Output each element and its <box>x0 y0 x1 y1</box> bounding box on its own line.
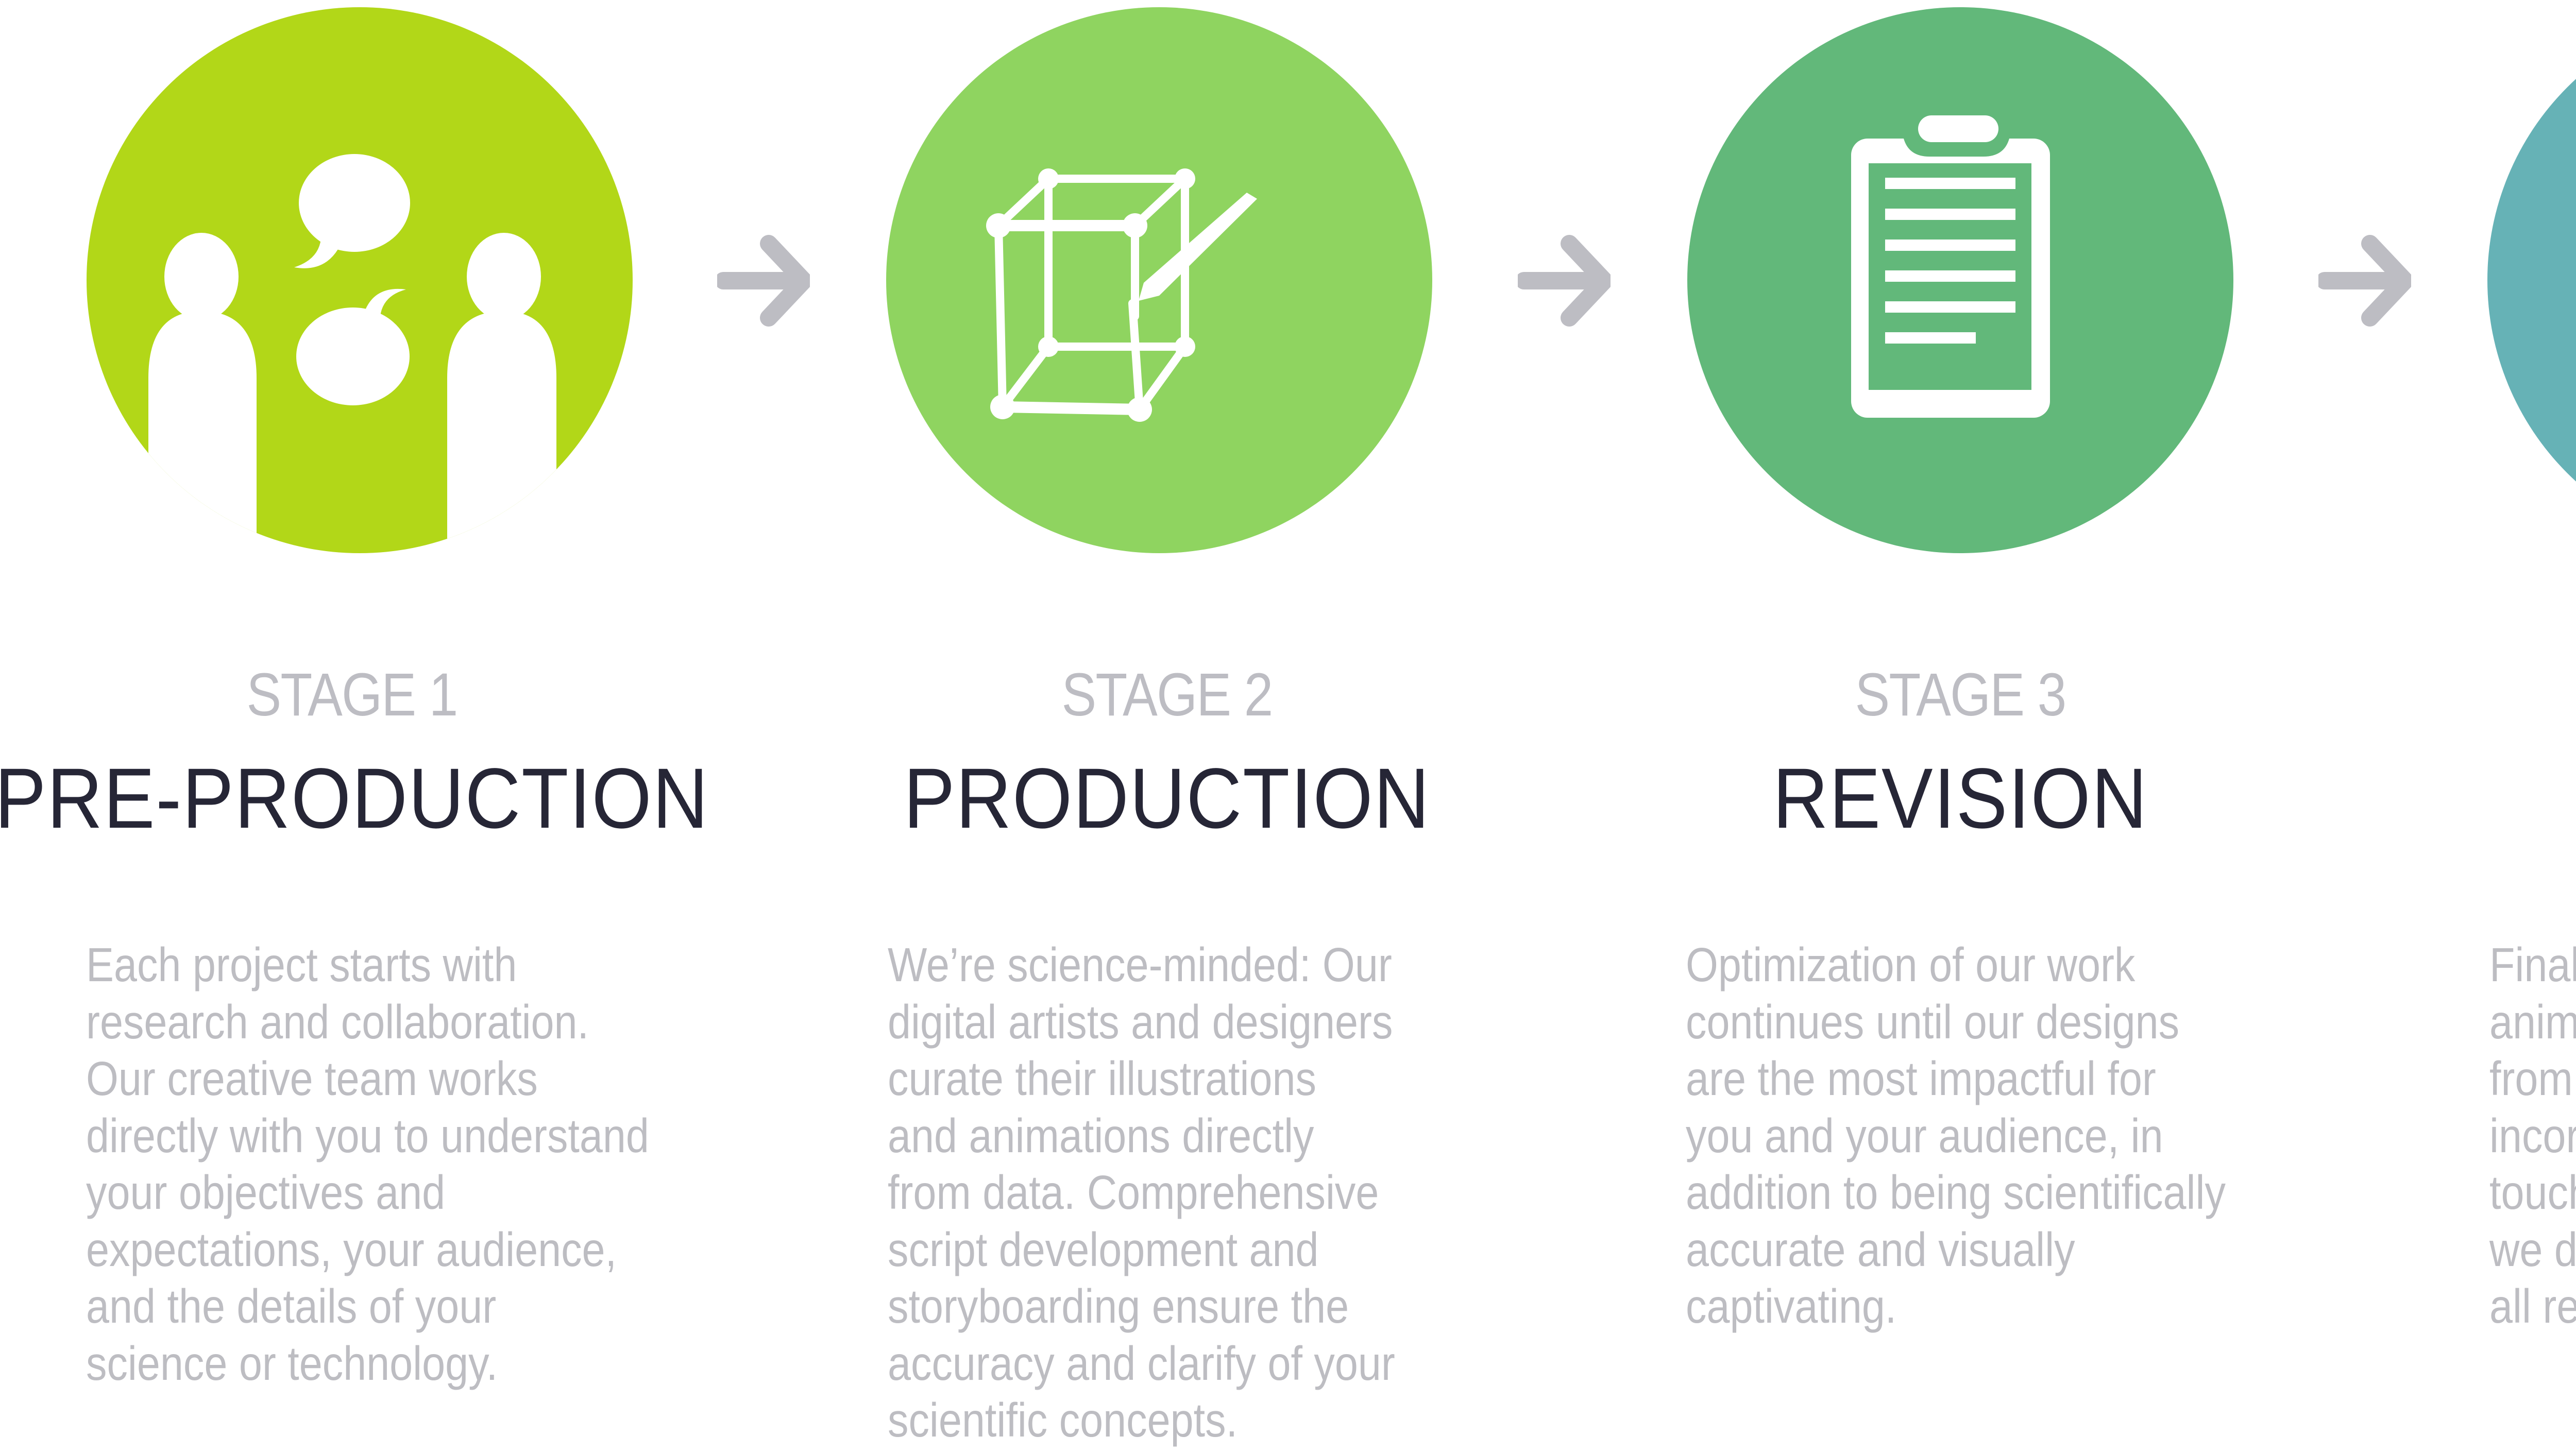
description-line: research and collaboration. <box>86 995 589 1049</box>
description-line: curate their illustrations <box>888 1052 1316 1105</box>
box-checkmark-icon <box>2487 7 2576 553</box>
stage-title: PRODUCTION <box>903 751 1431 846</box>
description-line: continues until our designs <box>1686 995 2180 1049</box>
stage-description: Optimization of our work continues until… <box>1686 936 2226 1335</box>
description-line: directly with you to understand <box>86 1108 649 1163</box>
description-line: We’re science-minded: Our <box>888 938 1392 992</box>
description-line: are the most impactful for <box>1686 1052 2156 1105</box>
stage-label: STAGE 1 <box>246 661 458 729</box>
stage-3: STAGE 3 REVISION Optimization of our wor… <box>1558 0 2362 1453</box>
description-line: accuracy and clarify of your <box>888 1336 1395 1390</box>
description-line: we deliver our creations in <box>2489 1222 2576 1276</box>
stage-title: REVISION <box>1772 751 2148 846</box>
description-line: addition to being scientifically <box>1686 1166 2226 1219</box>
stage-2: STAGE 2 PRODUCTION We’re science-minded:… <box>757 0 1561 1453</box>
description-line: you and your audience, in <box>1686 1108 2163 1163</box>
stage-1: STAGE 1 PRE-PRODUCTION Each project star… <box>0 0 761 1453</box>
description-line: science or technology. <box>86 1336 498 1390</box>
description-line: digital artists and designers <box>888 995 1393 1049</box>
description-line: and the details of your <box>86 1279 497 1333</box>
arrow-right-icon <box>715 234 812 327</box>
stage-description: Final illustrations and animations addre… <box>2489 936 2576 1335</box>
description-line: Optimization of our work <box>1686 938 2136 992</box>
stage-1-circle <box>87 7 633 553</box>
description-line: and animations directly <box>888 1108 1314 1163</box>
wireframe-cube-pencil-icon <box>986 168 1257 422</box>
arrow-right-icon <box>2316 234 2414 327</box>
description-line: Each project starts with <box>86 938 517 992</box>
arrow-right-icon <box>1515 234 1613 327</box>
stage-3-circle <box>1687 7 2233 553</box>
description-line: Our creative team works <box>86 1052 538 1105</box>
stage-description: We’re science-minded: Our digital artist… <box>888 936 1395 1449</box>
stage-title: PRE-PRODUCTION <box>0 751 709 846</box>
description-line: all required file formats. <box>2489 1279 2576 1333</box>
description-line: from data. Comprehensive <box>888 1166 1379 1219</box>
stage-4: STAGE 4 FINAL Final illustrations and an… <box>2359 0 2576 1453</box>
description-line: incorporate all finishing <box>2489 1108 2576 1163</box>
stage-4-circle <box>2487 7 2576 553</box>
description-line: animations address feedback <box>2489 995 2576 1049</box>
description-line: storyboarding ensure the <box>888 1279 1349 1333</box>
clipboard-icon <box>1851 115 2050 418</box>
stage-description: Each project starts with research and co… <box>86 936 649 1392</box>
stage-label: STAGE 4 <box>2415 664 2576 725</box>
team-discussion-icon <box>148 154 556 553</box>
description-line: your objectives and <box>86 1166 446 1219</box>
stage-2-circle <box>886 7 1432 553</box>
description-line: script development and <box>888 1222 1319 1276</box>
stage-label: STAGE 2 <box>1061 661 1273 729</box>
description-line: Final illustrations and <box>2489 938 2576 992</box>
description-line: accurate and visually <box>1686 1222 2075 1276</box>
description-line: captivating. <box>1686 1279 1897 1333</box>
description-line: touches. Once approved, <box>2489 1166 2576 1219</box>
stage-title: FINAL <box>2399 756 2576 842</box>
description-line: scientific concepts. <box>888 1393 1238 1447</box>
description-line: from the revision stage and <box>2489 1052 2576 1105</box>
description-line: expectations, your audience, <box>86 1222 617 1276</box>
stage-label: STAGE 3 <box>1855 661 2066 729</box>
